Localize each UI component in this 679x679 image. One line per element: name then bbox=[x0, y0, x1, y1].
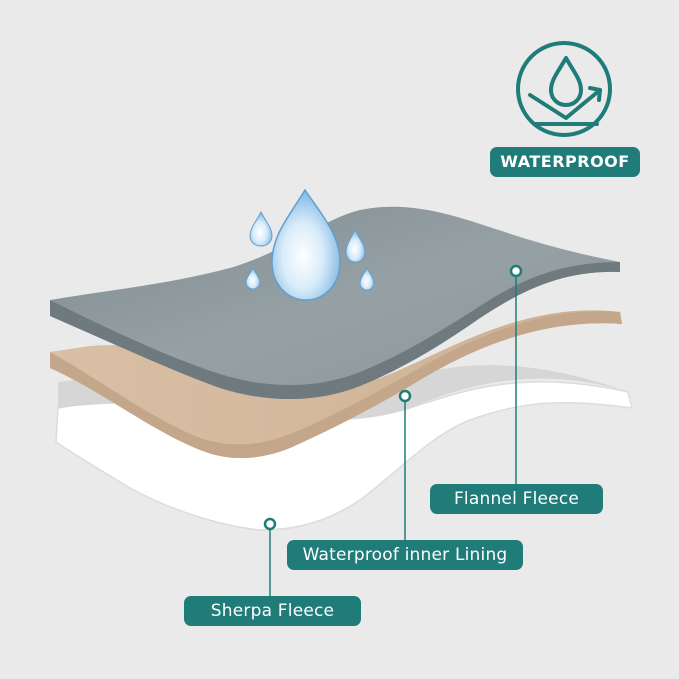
waterproof-lining-layer bbox=[50, 310, 622, 459]
water-droplets bbox=[245, 188, 375, 301]
waterproof-lining-label: Waterproof inner Lining bbox=[287, 540, 523, 570]
callout-lines bbox=[269, 271, 517, 598]
flannel-fleece-layer bbox=[50, 206, 620, 400]
sherpa-marker bbox=[263, 517, 277, 531]
small-drop-icon bbox=[249, 210, 273, 247]
water-drop-repel-icon bbox=[516, 41, 612, 137]
large-drop-icon bbox=[271, 188, 341, 301]
flannel-marker bbox=[509, 264, 523, 278]
small-drop-icon bbox=[359, 266, 375, 291]
lining-marker bbox=[398, 389, 412, 403]
callout-markers bbox=[263, 264, 523, 531]
flannel-fleece-label: Flannel Fleece bbox=[430, 484, 603, 514]
waterproof-badge-label: WATERPROOF bbox=[490, 147, 640, 177]
sherpa-fleece-label: Sherpa Fleece bbox=[184, 596, 361, 626]
small-drop-icon bbox=[345, 228, 366, 263]
small-drop-icon bbox=[245, 266, 261, 290]
